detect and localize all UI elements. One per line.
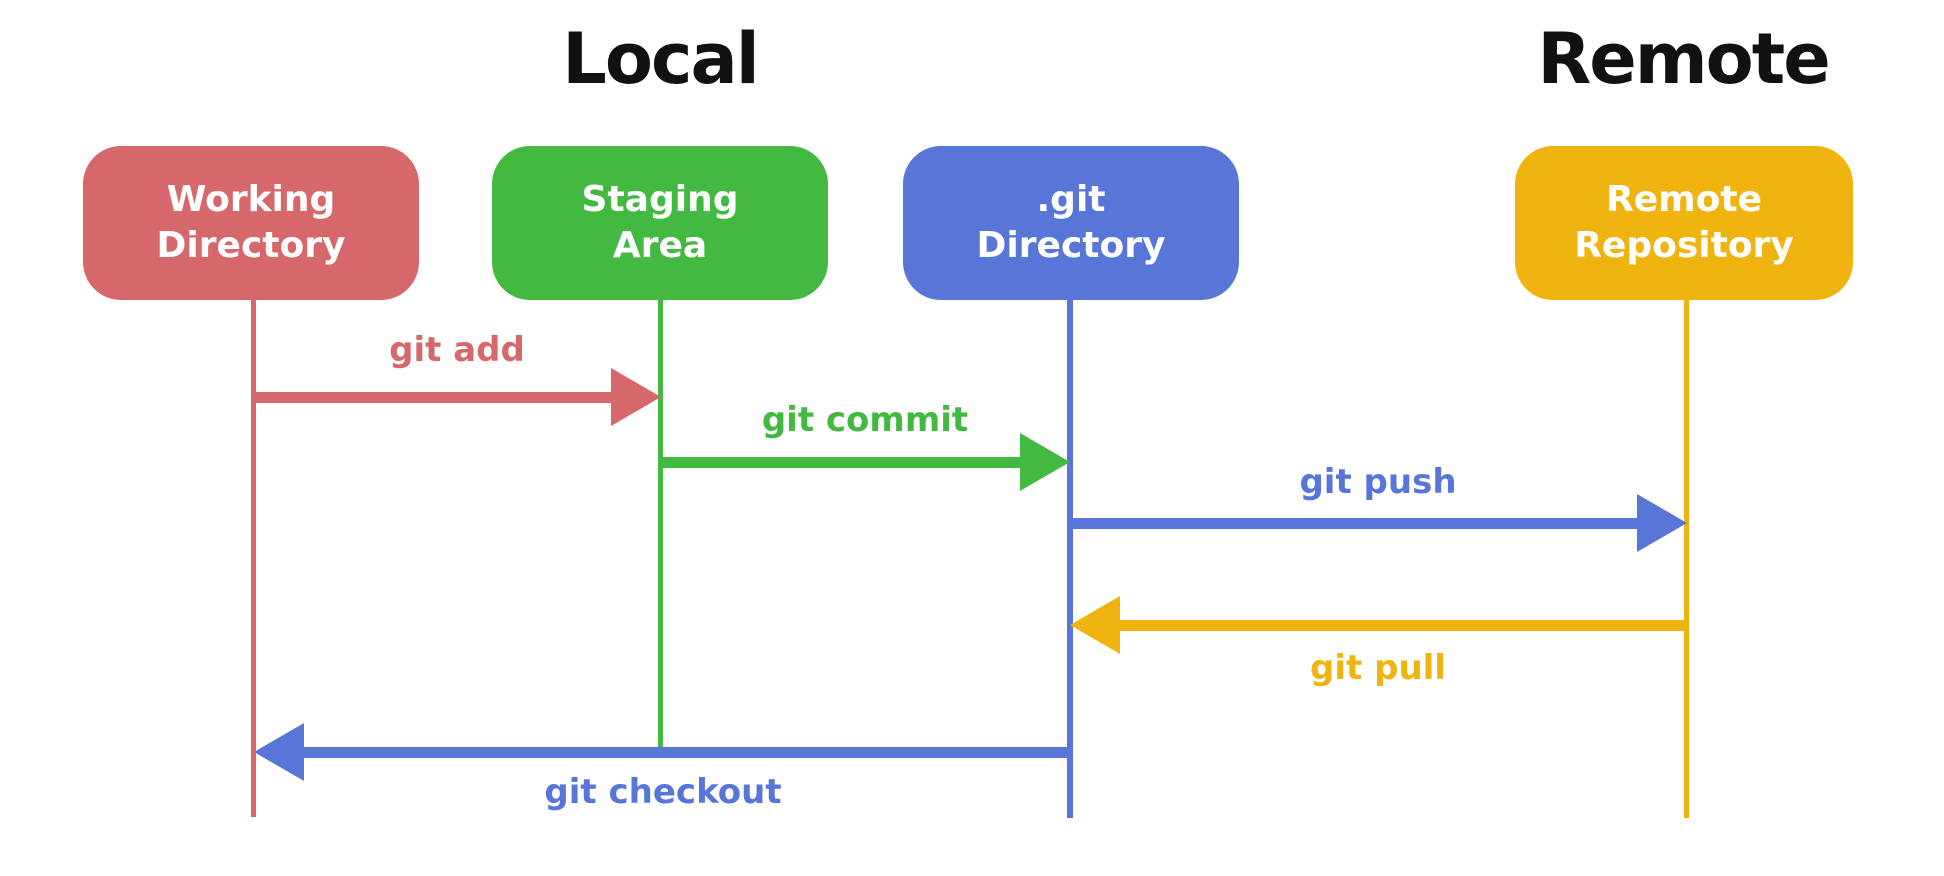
working-directory-node: Working Directory [83, 146, 419, 300]
remote-repository-node: Remote Repository [1515, 146, 1853, 300]
git-checkout-arrowhead-icon [254, 723, 304, 781]
git-pull-arrow [1120, 620, 1687, 631]
git-add-arrow [254, 392, 611, 403]
git-pull-label: git pull [1310, 648, 1446, 688]
git-push-arrow [1070, 518, 1637, 529]
remote-repository-lifeline [1684, 300, 1689, 818]
local-heading: Local [562, 18, 759, 100]
staging-area-node: Staging Area [492, 146, 828, 300]
git-commit-arrowhead-icon [1020, 433, 1070, 491]
git-commit-arrow [661, 457, 1020, 468]
remote-heading: Remote [1537, 18, 1830, 100]
git-directory-node: .git Directory [903, 146, 1239, 300]
git-checkout-arrow [304, 747, 1070, 758]
working-directory-lifeline [251, 300, 256, 817]
git-push-arrowhead-icon [1637, 494, 1687, 552]
staging-area-lifeline [658, 300, 663, 752]
git-checkout-label: git checkout [544, 772, 782, 812]
git-add-arrowhead-icon [611, 368, 661, 426]
git-pull-arrowhead-icon [1070, 596, 1120, 654]
git-add-label: git add [389, 330, 525, 370]
git-push-label: git push [1299, 462, 1457, 502]
git-commit-label: git commit [761, 400, 969, 440]
git-directory-lifeline [1067, 300, 1073, 818]
